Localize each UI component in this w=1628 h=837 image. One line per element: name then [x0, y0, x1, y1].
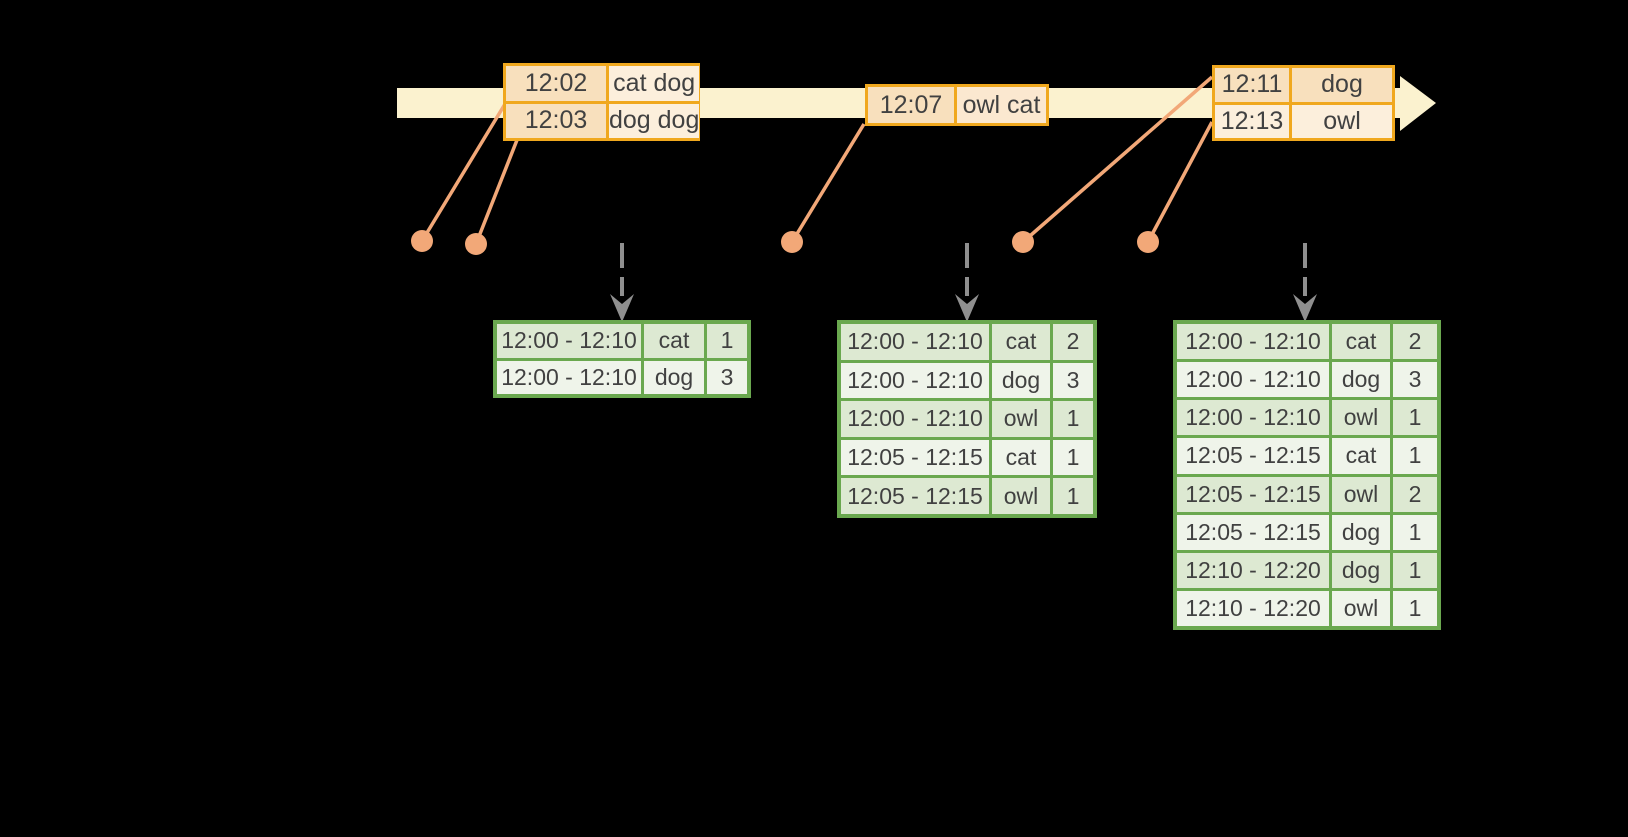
window-cell: 12:05 - 12:15 — [1177, 514, 1329, 550]
word-cell: dog — [992, 362, 1050, 399]
event-time-cell: 12:11 — [1215, 68, 1289, 102]
window-cell: 12:00 - 12:10 — [497, 360, 641, 394]
word-cell: cat — [644, 324, 704, 358]
word-cell: dog — [644, 360, 704, 394]
count-cell: 1 — [1053, 439, 1093, 476]
result-table-3: 12:00 - 12:10 cat 2 12:00 - 12:10 dog 3 … — [1173, 320, 1441, 630]
window-cell: 12:00 - 12:10 — [497, 324, 641, 358]
event-words-cell: dog dog — [609, 103, 700, 138]
word-cell: cat — [1332, 324, 1390, 360]
window-cell: 12:00 - 12:10 — [1177, 324, 1329, 360]
count-cell: 2 — [1053, 324, 1093, 360]
window-cell: 12:05 - 12:15 — [841, 478, 989, 514]
count-cell: 3 — [1393, 362, 1437, 398]
word-cell: owl — [1332, 476, 1390, 512]
trigger-arrow-head-icon — [610, 294, 634, 322]
event-time-cell: 12:02 — [506, 66, 606, 101]
count-cell: 1 — [1393, 590, 1437, 626]
count-cell: 3 — [1053, 362, 1093, 399]
count-cell: 1 — [1393, 514, 1437, 550]
trigger-arrow-head-icon — [1293, 294, 1317, 322]
trigger-arrow-icon — [610, 243, 634, 322]
word-cell: dog — [1332, 514, 1390, 550]
window-cell: 12:05 - 12:15 — [1177, 476, 1329, 512]
count-cell: 1 — [1393, 400, 1437, 436]
event-point-dot — [465, 233, 487, 255]
event-time-cell: 12:07 — [868, 87, 954, 123]
timeline-arrowhead-icon — [1400, 76, 1436, 131]
word-cell: owl — [992, 401, 1050, 437]
count-cell: 1 — [1053, 401, 1093, 437]
window-cell: 12:00 - 12:10 — [1177, 362, 1329, 398]
window-cell: 12:10 - 12:20 — [1177, 552, 1329, 588]
trigger-arrow-head-icon — [955, 294, 979, 322]
trigger-arrow-icon — [1293, 243, 1317, 322]
event-point-dot — [411, 230, 433, 252]
event-words-cell: owl cat — [957, 87, 1046, 123]
event-time-cell: 12:03 — [506, 103, 606, 138]
event-words-cell: dog — [1292, 68, 1392, 102]
window-cell: 12:00 - 12:10 — [1177, 400, 1329, 436]
event-point-dot — [1012, 231, 1034, 253]
event-table-3: 12:11 dog 12:13 owl — [1212, 65, 1395, 141]
event-point-dot — [781, 231, 803, 253]
event-connector-line — [420, 103, 507, 242]
event-connector-line — [1021, 75, 1214, 244]
event-connector-line — [790, 123, 866, 243]
count-cell: 2 — [1393, 324, 1437, 360]
word-cell: dog — [1332, 552, 1390, 588]
event-connector-line — [1146, 121, 1214, 243]
window-cell: 12:05 - 12:15 — [841, 439, 989, 476]
word-cell: owl — [1332, 400, 1390, 436]
count-cell: 1 — [1393, 552, 1437, 588]
count-cell: 1 — [1053, 478, 1093, 514]
word-cell: cat — [992, 324, 1050, 360]
count-cell: 1 — [707, 324, 747, 358]
window-cell: 12:05 - 12:15 — [1177, 438, 1329, 474]
word-cell: owl — [992, 478, 1050, 514]
event-time-cell: 12:13 — [1215, 104, 1289, 138]
window-cell: 12:00 - 12:10 — [841, 401, 989, 437]
count-cell: 3 — [707, 360, 747, 394]
word-cell: owl — [1332, 590, 1390, 626]
result-table-2: 12:00 - 12:10 cat 2 12:00 - 12:10 dog 3 … — [837, 320, 1097, 518]
count-cell: 2 — [1393, 476, 1437, 512]
word-cell: cat — [992, 439, 1050, 476]
event-words-cell: cat dog — [609, 66, 700, 101]
event-connector-line — [474, 139, 519, 245]
event-table-1: 12:02 cat dog 12:03 dog dog — [503, 63, 700, 141]
trigger-arrow-icon — [955, 243, 979, 322]
event-point-dot — [1137, 231, 1159, 253]
word-cell: cat — [1332, 438, 1390, 474]
event-words-cell: owl — [1292, 104, 1392, 138]
word-cell: dog — [1332, 362, 1390, 398]
window-cell: 12:00 - 12:10 — [841, 362, 989, 399]
window-cell: 12:00 - 12:10 — [841, 324, 989, 360]
event-table-2: 12:07 owl cat — [865, 84, 1049, 126]
window-cell: 12:10 - 12:20 — [1177, 590, 1329, 626]
result-table-1: 12:00 - 12:10 cat 1 12:00 - 12:10 dog 3 — [493, 320, 751, 398]
count-cell: 1 — [1393, 438, 1437, 474]
